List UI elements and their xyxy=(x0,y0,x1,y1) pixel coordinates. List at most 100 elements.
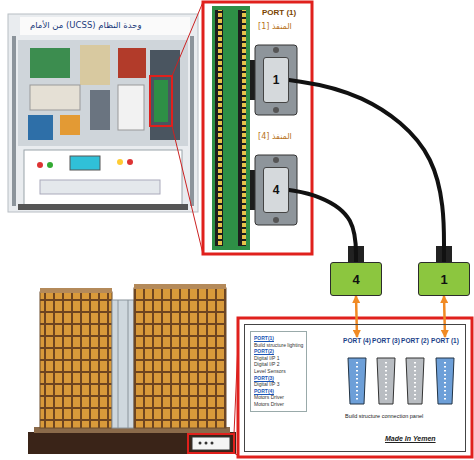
building-model-photo xyxy=(40,288,112,293)
ucss-unit-photo xyxy=(28,115,53,140)
connection-panel-frame xyxy=(238,318,472,457)
port-function: Digital I/P 1 xyxy=(254,355,303,362)
ucss-unit-photo xyxy=(24,150,182,205)
building-model-photo xyxy=(28,432,236,454)
leader-line xyxy=(172,2,203,76)
ucss-unit-photo xyxy=(118,48,146,78)
ucss-unit-photo xyxy=(127,159,133,165)
unit-title: وحدة النظام (UCSS) من الأمام xyxy=(30,20,142,30)
db25-port-symbol xyxy=(385,362,387,400)
pcb-connector: 1 xyxy=(263,57,289,103)
port-label: PORT (1) xyxy=(262,8,296,17)
port-socket: PORT (3) xyxy=(372,337,400,409)
ucss-unit-photo xyxy=(118,85,144,130)
port-socket: PORT (2) xyxy=(401,337,429,409)
ucss-unit-photo xyxy=(60,115,80,135)
db-connector-shell xyxy=(255,155,297,225)
pcb-panel xyxy=(215,10,223,246)
connection-panel-sheet: Build structure connection panelMade In … xyxy=(244,324,466,452)
port-label-arabic: المنفذ [1] xyxy=(258,22,292,31)
cable-boot xyxy=(436,246,452,262)
port-label: PORT (2) xyxy=(401,337,429,345)
ribbon-cable xyxy=(289,80,444,262)
db-connector-shell xyxy=(255,45,297,115)
ucss-unit-photo xyxy=(18,204,188,210)
port-list-box: PORT(1)Build structure lightingPORT(2)Di… xyxy=(250,331,307,412)
db25-port-symbol xyxy=(377,358,395,404)
callout-number: 1 xyxy=(440,272,447,287)
callout-number: 4 xyxy=(352,272,359,287)
ucss-unit-photo xyxy=(117,159,123,165)
connection-arrow xyxy=(444,296,445,337)
port-label-arabic: المنفذ [4] xyxy=(258,132,292,141)
building-model-photo xyxy=(199,442,202,445)
ucss-unit-photo xyxy=(154,80,168,122)
port-function: Digital I/P 3 xyxy=(254,381,303,388)
port-socket: PORT (4) xyxy=(343,337,371,409)
ucss-unit-photo xyxy=(80,45,110,85)
pcb-connector: 4 xyxy=(263,167,289,213)
ucss-unit-photo xyxy=(47,162,53,168)
connection-arrow xyxy=(356,296,357,337)
leader-line xyxy=(172,126,203,254)
cable-plug: 4 xyxy=(330,262,382,296)
building-model-photo xyxy=(192,437,230,450)
db-connector-shell xyxy=(273,217,279,223)
panel-caption: Build structure connection panel xyxy=(345,413,423,419)
ribbon-cable xyxy=(289,190,356,262)
db25-port-symbol xyxy=(356,362,358,400)
db25-port-symbol xyxy=(414,362,416,400)
building-model-photo xyxy=(211,442,214,445)
ucss-unit-photo xyxy=(190,36,194,206)
leader-line xyxy=(172,2,203,254)
connection-panel-frame xyxy=(238,318,472,457)
cable-boot xyxy=(348,246,364,262)
port-heading: PORT(3) xyxy=(254,375,303,382)
db-connector-shell xyxy=(273,107,279,113)
port-function: Motors Driver xyxy=(254,394,303,401)
db-connector-shell xyxy=(255,45,297,225)
ucss-unit-photo xyxy=(30,85,80,110)
ucss-unit-photo xyxy=(37,162,43,168)
building-model-photo xyxy=(40,292,112,428)
building-model-photo xyxy=(118,300,119,428)
db-connector-shell xyxy=(273,47,279,53)
db25-port-symbol xyxy=(436,358,454,404)
cable-plug: 1 xyxy=(418,262,470,296)
building-model-photo xyxy=(134,288,226,428)
callout-number: 4 xyxy=(273,183,280,197)
maker-note: Made In Yemen xyxy=(385,435,436,442)
db25-port-symbol xyxy=(444,362,446,400)
port-function: Level Sensors xyxy=(254,368,303,375)
ucss-unit-photo xyxy=(40,180,160,194)
db-connector-shell xyxy=(273,157,279,163)
port-heading: PORT(2) xyxy=(254,348,303,355)
building-model-photo xyxy=(134,284,226,289)
db25-port-symbol xyxy=(348,358,366,404)
port-function: Digital I/P 2 xyxy=(254,361,303,368)
port-function: Build structure lighting xyxy=(254,342,303,349)
pcb-panel xyxy=(238,10,246,246)
building-model-photo xyxy=(112,300,134,428)
port-function: Motors Driver xyxy=(254,401,303,408)
pcb-panel xyxy=(212,6,250,250)
ucss-unit-photo xyxy=(20,17,190,35)
building-model-photo xyxy=(28,284,236,454)
ucss-unit-photo xyxy=(12,36,16,206)
ucss-unit-photo xyxy=(8,14,198,212)
ucss-unit-photo xyxy=(8,14,198,212)
building-model-photo xyxy=(188,434,234,453)
callout-number: 1 xyxy=(273,73,280,87)
port-label: PORT (4) xyxy=(343,337,371,345)
port-socket: PORT (1) xyxy=(431,337,459,409)
ucss-unit-photo xyxy=(70,156,100,170)
building-model-photo xyxy=(128,300,129,428)
cable-boot xyxy=(348,246,452,262)
port-heading: PORT(4) xyxy=(254,388,303,395)
db25-port-symbol xyxy=(348,358,454,404)
port-label: PORT (3) xyxy=(372,337,400,345)
